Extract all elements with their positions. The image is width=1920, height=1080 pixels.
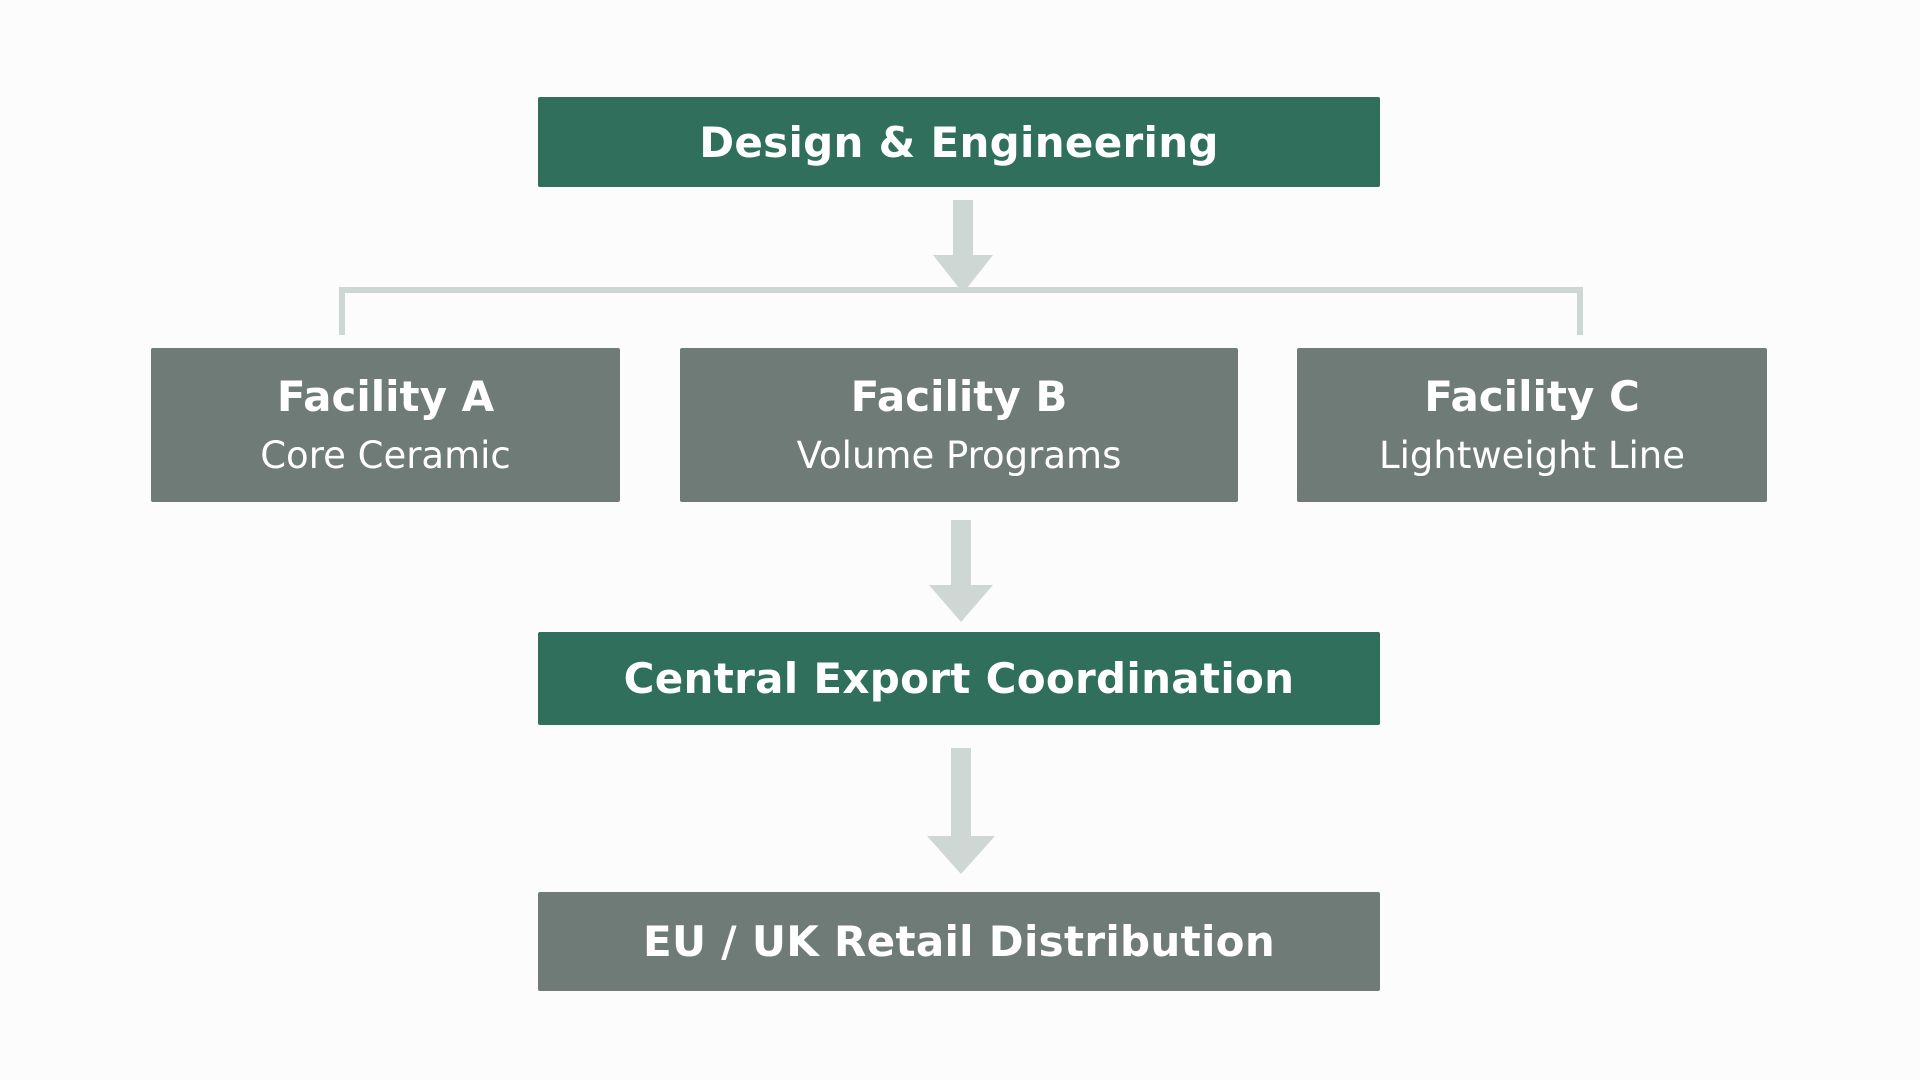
- design-engineering-box: Design & Engineering: [538, 97, 1380, 187]
- central-export-label: Central Export Coordination: [623, 654, 1295, 703]
- facility-a-box: Facility A Core Ceramic: [151, 348, 620, 502]
- arrow-top-to-bracket: [933, 200, 993, 293]
- facility-a-title: Facility A: [276, 371, 495, 421]
- facility-c-box: Facility C Lightweight Line: [1297, 348, 1767, 502]
- distribution-label: EU / UK Retail Distribution: [642, 917, 1276, 966]
- arrow-export-to-distribution: [927, 748, 995, 874]
- design-engineering-label: Design & Engineering: [699, 117, 1219, 167]
- facility-b-box: Facility B Volume Programs: [680, 348, 1238, 502]
- central-export-box: Central Export Coordination: [538, 632, 1380, 725]
- facility-c-title: Facility C: [1424, 371, 1640, 421]
- facility-b-subtitle: Volume Programs: [796, 434, 1122, 477]
- branch-bracket: [339, 287, 1583, 335]
- distribution-box: EU / UK Retail Distribution: [538, 892, 1380, 991]
- facility-c-subtitle: Lightweight Line: [1379, 434, 1685, 477]
- facility-b-title: Facility B: [850, 371, 1068, 421]
- arrow-facilities-to-export: [929, 520, 993, 622]
- facility-a-subtitle: Core Ceramic: [260, 434, 511, 477]
